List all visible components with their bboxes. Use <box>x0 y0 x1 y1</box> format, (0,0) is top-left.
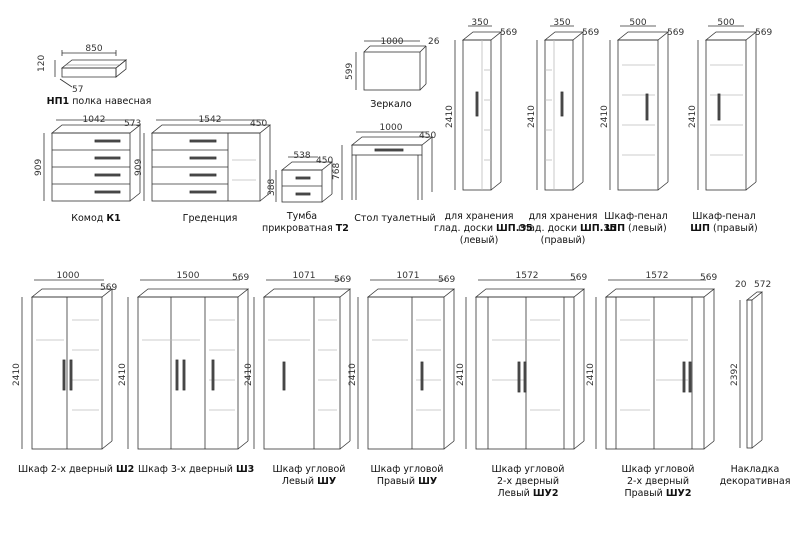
sh3-depth-label: 569 <box>232 273 249 283</box>
caption-shp-left: Шкаф-пенал ШП (левый) <box>604 211 668 234</box>
shul-height-label: 2410 <box>244 363 254 386</box>
shu2l-height-label: 2410 <box>456 363 466 386</box>
caption-t2: Тумба прикроватная Т2 <box>262 211 349 234</box>
shp35l-width-label: 350 <box>471 18 488 28</box>
sh2-depth-label: 569 <box>100 283 117 293</box>
k1-width-label: 1042 <box>83 115 106 125</box>
caption-shp-right: Шкаф-пенал ШП (правый) <box>690 211 758 234</box>
caption-sh3: Шкаф 3-х дверный Ш3 <box>138 464 255 475</box>
wardrobe-sh2-drawing <box>21 279 114 450</box>
shp35r-depth-label: 569 <box>582 28 599 38</box>
caption-dressing-table: Стол туалетный <box>354 213 436 224</box>
sh3-height-label: 2410 <box>118 363 128 386</box>
np1-depth-label: 57 <box>72 85 83 95</box>
t2-height-label: 388 <box>267 179 277 196</box>
nightstand-t2-drawing <box>275 156 334 203</box>
shur-depth-label: 569 <box>438 275 455 285</box>
nakl-height-label: 2392 <box>730 363 740 386</box>
shu2r-depth-label: 569 <box>700 273 717 283</box>
shp35r-width-label: 350 <box>553 18 570 28</box>
shp35l-height-label: 2410 <box>445 105 455 128</box>
chest-k1-drawing <box>43 119 142 202</box>
stol-depth-label: 450 <box>419 131 436 141</box>
mirror-depth-label: 26 <box>428 37 440 47</box>
decor-panel-drawing <box>739 291 764 449</box>
wardrobe-sh3-drawing <box>127 279 250 450</box>
caption-sideboard: Греденция <box>182 213 238 224</box>
pencil-shp35-right-drawing <box>536 25 585 191</box>
sh2-width-label: 1000 <box>57 271 80 281</box>
caption-mirror: Зеркало <box>370 99 412 110</box>
stol-height-label: 768 <box>332 163 342 180</box>
nakl-depth-label: 572 <box>754 280 771 290</box>
shp35r-height-label: 2410 <box>527 105 537 128</box>
dressing-table-drawing <box>341 131 434 200</box>
k1-depth-label: 573 <box>124 119 141 129</box>
caption-shp35-left: для хранения глад. доски ШП.35 (левый) <box>434 211 533 246</box>
shelf-np1-drawing <box>54 50 128 88</box>
caption-corner-right: Шкаф угловой Правый ШУ <box>370 464 444 487</box>
pencil-shp35-left-drawing <box>454 25 503 191</box>
stol-width-label: 1000 <box>380 123 403 133</box>
corner-wardrobe-left-drawing <box>253 279 352 450</box>
caption-corner-2door-left: Шкаф угловой 2-х дверный Левый ШУ2 <box>491 464 565 499</box>
shul-depth-label: 569 <box>334 275 351 285</box>
pencil-shp-right-drawing <box>697 25 758 191</box>
corner-wardrobe-2door-right-drawing <box>595 279 716 450</box>
k1-height-label: 909 <box>34 159 44 176</box>
caption-decor-panel: Накладка декоративная <box>719 464 791 487</box>
shu2l-width-label: 1572 <box>516 271 539 281</box>
nakl-width-label: 20 <box>735 280 747 290</box>
caption-sh2: Шкаф 2-х дверный Ш2 <box>18 464 135 475</box>
shur-width-label: 1071 <box>397 271 420 281</box>
shul-width-label: 1071 <box>293 271 316 281</box>
shpr-width-label: 500 <box>717 18 734 28</box>
sideboard-drawing <box>143 119 272 202</box>
shpl-height-label: 2410 <box>600 105 610 128</box>
sh3-width-label: 1500 <box>177 271 200 281</box>
pencil-shp-left-drawing <box>609 25 670 191</box>
t2-width-label: 538 <box>293 151 310 161</box>
caption-corner-2door-right: Шкаф угловой 2-х дверный Правый ШУ2 <box>621 464 695 499</box>
shpl-width-label: 500 <box>629 18 646 28</box>
gred-depth-label: 450 <box>250 119 267 129</box>
shpl-depth-label: 569 <box>667 28 684 38</box>
mirror-width-label: 1000 <box>381 37 404 47</box>
shp35l-depth-label: 569 <box>500 28 517 38</box>
shpr-height-label: 2410 <box>688 105 698 128</box>
corner-wardrobe-2door-left-drawing <box>465 279 586 450</box>
np1-height-label: 120 <box>37 55 47 72</box>
caption-corner-left: Шкаф угловой Левый ШУ <box>272 464 346 487</box>
np1-width-label: 850 <box>85 44 102 54</box>
shpr-depth-label: 569 <box>755 28 772 38</box>
sh2-height-label: 2410 <box>12 363 22 386</box>
caption-k1: Комод К1 <box>71 213 121 224</box>
shu2r-height-label: 2410 <box>586 363 596 386</box>
mirror-drawing <box>355 40 427 91</box>
caption-shp35-right: для хранения глад. доски ШП.35 (правый) <box>518 211 617 246</box>
shu2r-width-label: 1572 <box>646 271 669 281</box>
t2-depth-label: 450 <box>316 156 333 166</box>
mirror-height-label: 599 <box>345 63 355 80</box>
corner-wardrobe-right-drawing <box>357 279 456 450</box>
gred-width-label: 1542 <box>199 115 222 125</box>
caption-np1: НП1 полка навесная <box>46 96 152 107</box>
gred-height-label: 909 <box>134 159 144 176</box>
shur-height-label: 2410 <box>348 363 358 386</box>
shu2l-depth-label: 569 <box>570 273 587 283</box>
